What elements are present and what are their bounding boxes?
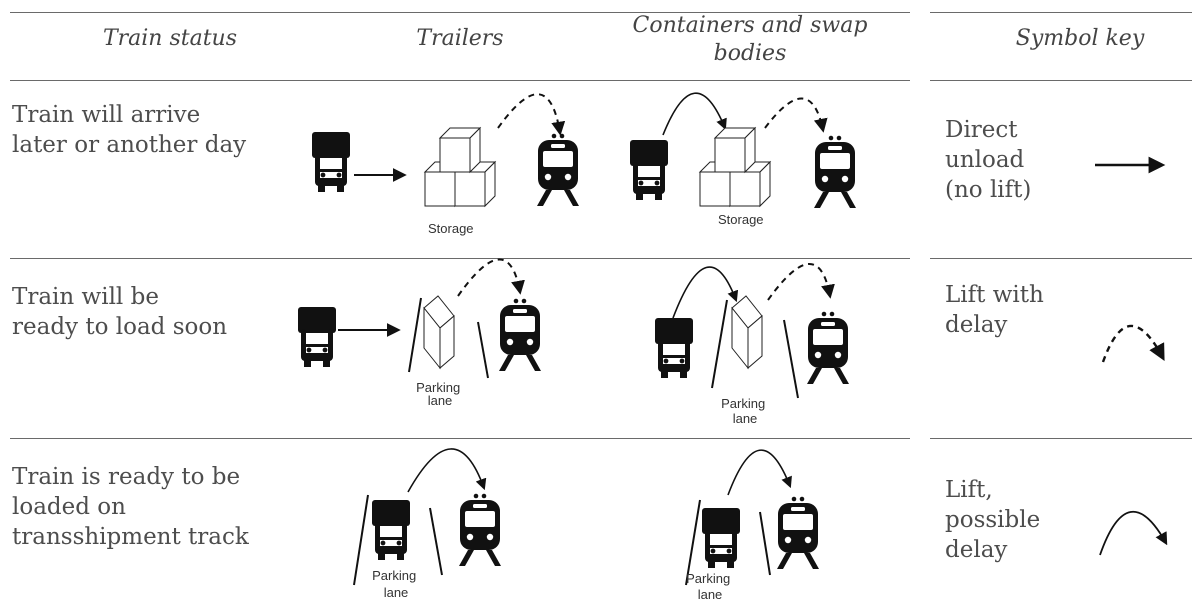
row2-trailers-dashed-lift — [457, 258, 525, 297]
header-containers: Containers and swap bodies — [632, 13, 868, 66]
row1-containers-dashed-lift — [764, 97, 828, 133]
row3-containers-solid-lift — [727, 449, 792, 496]
row2-containers-caption: Parking lane — [721, 396, 769, 426]
row1-containers-train-icon — [814, 135, 856, 208]
row3-containers-truck-icon — [702, 508, 740, 568]
row3-containers-caption: Parking lane — [686, 571, 734, 602]
row2-trailers-train-icon — [499, 298, 541, 371]
row2-trailers-truck-icon — [298, 307, 336, 367]
row1-trailers-train-icon — [537, 133, 579, 206]
rule-row1-left — [10, 258, 910, 259]
rule-row2-right — [930, 438, 1192, 439]
rule-row2-left — [10, 438, 910, 439]
row1-containers-solid-lift — [662, 92, 727, 136]
row3-trailers-solid-lift — [407, 448, 487, 493]
row2-trailers-box-icon — [423, 295, 455, 369]
header-train-status: Train status — [102, 26, 238, 51]
row2-containers-lane-right — [783, 319, 799, 399]
row1-trailers-truck-icon — [312, 132, 350, 192]
rule-top-left — [10, 12, 910, 13]
row3-containers-train-icon — [777, 496, 819, 569]
row3-containers-lane-left — [685, 499, 701, 586]
row2-containers-truck-icon — [655, 318, 693, 378]
rule-header-left — [10, 80, 910, 81]
header-symbol-key: Symbol key — [1015, 26, 1145, 51]
row2-containers-solid-lift — [672, 266, 739, 319]
row2-containers-lane-left — [711, 299, 728, 389]
key-dashed-arc-arrow-icon — [1101, 324, 1165, 363]
key-lift-with-delay-label: Lift with delay — [945, 282, 1044, 338]
key-lift-possible-delay-label: Lift, possible delay — [945, 477, 1041, 563]
key-direct-unload-label: Direct unload (no lift) — [945, 117, 1032, 203]
row3-status: Train is ready to be loaded on transship… — [12, 464, 249, 550]
rule-row1-right — [930, 258, 1192, 259]
row2-containers-box-icon — [731, 295, 763, 369]
row2-containers-dashed-lift — [767, 263, 835, 301]
row1-trailers-dashed-lift — [497, 93, 566, 136]
row2-trailers-caption: Parking lane — [416, 380, 464, 408]
key-solid-arc-arrow-icon — [1099, 511, 1168, 556]
row1-status: Train will arrive later or another day — [12, 102, 247, 158]
row1-containers-caption: Storage — [718, 212, 764, 227]
row2-containers-train-icon — [807, 311, 849, 384]
row3-trailers-caption: Parking lane — [372, 568, 420, 600]
row2-trailers-lane-right — [477, 321, 489, 379]
row1-trailers-box-stack-icon — [425, 128, 495, 206]
row1-containers-box-stack-icon — [700, 128, 770, 206]
row3-containers-lane-right — [759, 511, 771, 576]
row1-containers-truck-icon — [630, 140, 668, 200]
row3-trailers-lane-right — [429, 507, 443, 576]
row1-trailers-caption: Storage — [428, 221, 474, 236]
row2-trailers-lane-left — [408, 297, 422, 373]
header-trailers: Trailers — [416, 26, 504, 51]
row2-status: Train will be ready to load soon — [12, 284, 228, 340]
rule-header-right — [930, 80, 1192, 81]
row3-trailers-lane-left — [353, 494, 369, 586]
rule-top-right — [930, 12, 1192, 13]
row3-trailers-train-icon — [459, 493, 501, 566]
row3-trailers-truck-icon — [372, 500, 410, 560]
